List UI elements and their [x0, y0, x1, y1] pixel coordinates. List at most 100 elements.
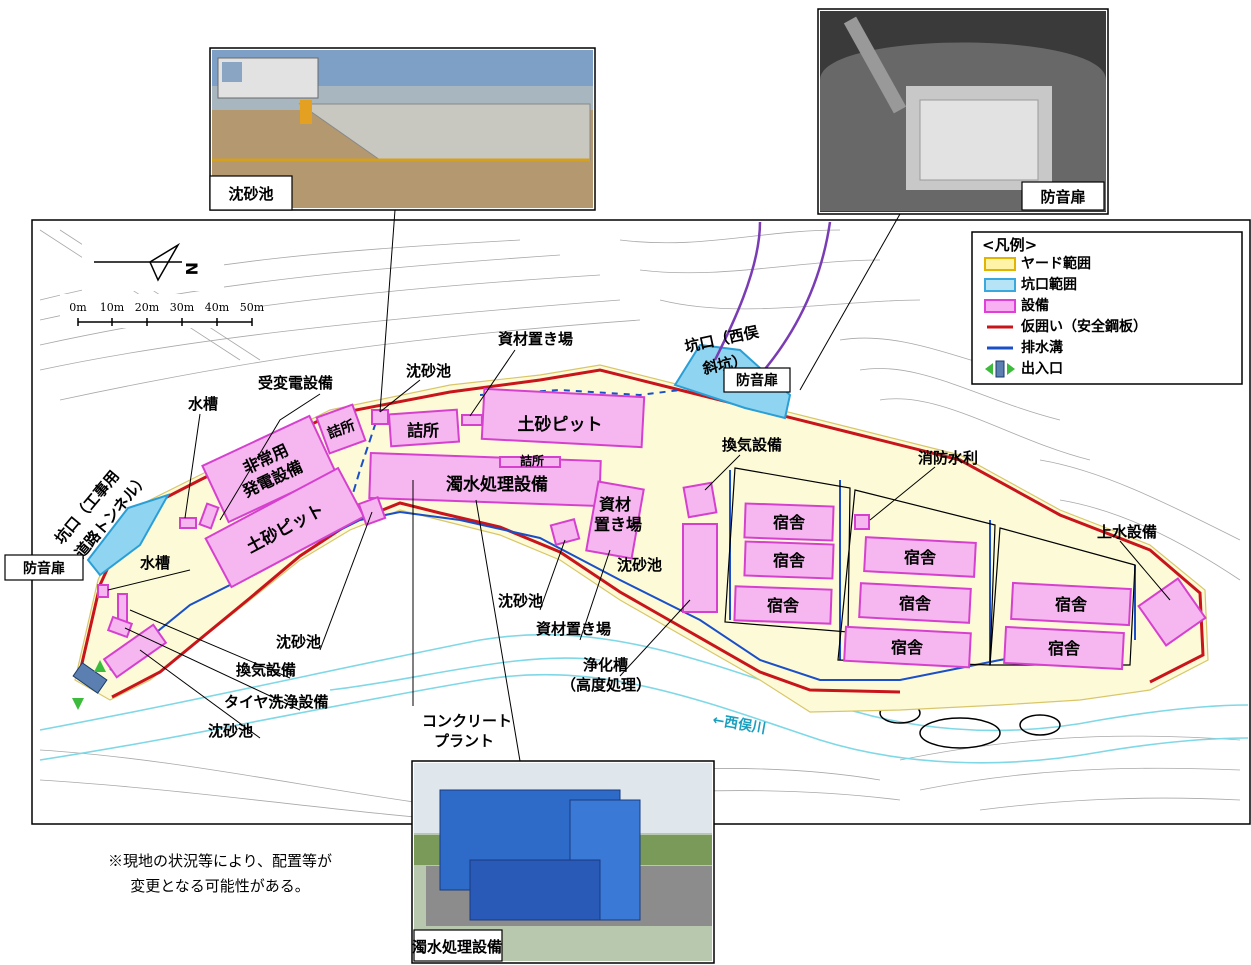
- scale-tick-1: 10m: [100, 301, 125, 314]
- photo-bouonbi-pointer: [799, 213, 901, 391]
- label-shizai-1: 資材: [599, 495, 631, 514]
- facility-small-1: [198, 502, 220, 530]
- legend-label: ヤード範囲: [1021, 255, 1091, 272]
- facility-tsumesho-west: [315, 403, 367, 455]
- legend-item: 出入口: [985, 360, 1063, 378]
- label-juhenden: 受変電設備: [258, 374, 333, 392]
- label-chinsachi-west: 沈砂池: [276, 633, 321, 651]
- temporary-fence-south: [111, 501, 901, 699]
- label-kanki-east: 換気設備: [722, 436, 782, 454]
- inclined-shaft-lines: [713, 221, 832, 376]
- contour-lines: [39, 229, 1241, 823]
- legend-swatch: [984, 257, 1016, 271]
- facility-shukusha-3: [733, 585, 833, 625]
- legend-gate-symbol: [985, 363, 993, 375]
- label-concrete-1: コンクリート: [422, 712, 512, 730]
- legend-swatch: [984, 278, 1016, 292]
- photo-dakusui-caption: 濁水処理設備: [412, 938, 502, 956]
- legend-label: 坑口範囲: [1021, 276, 1077, 293]
- facility-shukusha-4: [863, 536, 977, 578]
- label-suiso-top: 水槽: [188, 395, 218, 413]
- label-chinsachi-lower: 沈砂池: [498, 592, 543, 610]
- facility-shukusha-5: [858, 582, 972, 624]
- facility-tsumesho-center: [499, 456, 561, 468]
- callout-bouonbi-west-text: 防音扉: [23, 560, 65, 577]
- label-chinsachi-center: 沈砂池: [617, 556, 662, 574]
- legend-gate-symbol: [1007, 363, 1015, 375]
- label-dosha-pit-north: 土砂ピット: [518, 414, 603, 435]
- label-joukaso-1: 浄化槽: [583, 656, 628, 674]
- facility-joukaso: [682, 523, 718, 613]
- label-shuku-4: 宿舎: [904, 548, 937, 567]
- photo-dakusui-pointer: [475, 499, 521, 762]
- facility-shukusha-1: [743, 502, 835, 542]
- label-chinsachi-bottom: 沈砂池: [208, 722, 253, 740]
- facility-chinsachi-west: [102, 623, 168, 679]
- note-line-2: 変更となる可能性がある。: [130, 877, 310, 895]
- facility-chinsachi-center: [549, 518, 581, 546]
- callout-bouonbi-east: 防音扉: [723, 367, 791, 393]
- river: [39, 633, 1249, 764]
- note-line-1: ※現地の状況等により、配置等が: [108, 852, 332, 870]
- photo-chinsachi-pointer: [379, 209, 396, 413]
- leader-lines: [107, 349, 1171, 739]
- legend-swatch: [984, 299, 1016, 313]
- scale-tick-3: 30m: [170, 301, 195, 314]
- label-shuku-2: 宿舎: [773, 551, 806, 570]
- facility-shukusha-8: [1003, 625, 1125, 671]
- label-shizaiokiba-lower: 資材置き場: [536, 620, 611, 638]
- label-shuku-1: 宿舎: [773, 513, 806, 532]
- photo-dakusui: 濁水処理設備: [411, 760, 715, 964]
- scale-bar: 0m 10m 20m 30m 40m 50m: [60, 294, 265, 328]
- label-shuku-8: 宿舎: [1048, 639, 1081, 658]
- facility-shukusha-6: [843, 625, 972, 669]
- label-taiya: タイヤ洗浄設備: [224, 693, 329, 711]
- scale-tick-4: 40m: [205, 301, 230, 314]
- facility-shukusha-2: [743, 540, 835, 580]
- callout-bouonbi-east-text: 防音扉: [736, 372, 778, 389]
- label-shuku-3: 宿舎: [767, 596, 800, 615]
- facility-suiso-north: [179, 517, 197, 529]
- facility-kanki-east: [682, 481, 718, 519]
- label-shizaiokiba-top: 資材置き場: [498, 330, 573, 348]
- facility-tsumesho-north: [387, 408, 461, 448]
- label-dakusui: 濁水処理設備: [446, 474, 548, 495]
- temporary-fence: [78, 368, 1205, 684]
- photo-chinsachi-caption: 沈砂池: [228, 185, 273, 203]
- legend-item: 設備: [984, 297, 1049, 314]
- legend-gate-symbol: [995, 360, 1005, 378]
- legend-item: 排水溝: [987, 339, 1063, 356]
- label-concrete-2: プラント: [434, 732, 494, 750]
- label-suiso-west: 水槽: [140, 554, 170, 572]
- legend-item: 仮囲い（安全鋼板）: [987, 318, 1147, 335]
- label-shuku-5: 宿舎: [899, 594, 932, 613]
- facility-dosha-pit-west: [204, 466, 366, 589]
- label-tsumesho-north: 詰所: [407, 421, 439, 440]
- label-shuku-6: 宿舎: [891, 638, 924, 657]
- legend-label: 設備: [1021, 297, 1049, 314]
- scale-tick-0: 0m: [69, 301, 87, 314]
- facility-dosha-pit-north: [480, 387, 646, 449]
- scale-tick-5: 50m: [240, 301, 265, 314]
- gate-marker: [72, 660, 108, 710]
- legend-item: ヤード範囲: [984, 255, 1091, 272]
- portal-road-tunnel-area: [86, 493, 171, 577]
- callout-bouonbi-west: 防音扉: [4, 554, 84, 581]
- scale-tick-2: 20m: [135, 301, 160, 314]
- facility-shukusha-7: [1010, 581, 1132, 627]
- legend-label: 排水溝: [1021, 339, 1063, 356]
- photo-bouonbi-caption: 防音扉: [1040, 188, 1085, 206]
- photo-chinsachi: 沈砂池: [209, 47, 596, 211]
- facility-chinsachi-north: [371, 409, 389, 425]
- north-arrow: N: [82, 233, 224, 291]
- legend-title: <凡例>: [982, 236, 1037, 254]
- label-shobo: 消防水利: [918, 449, 978, 467]
- facility-shobo: [854, 514, 870, 530]
- facility-chinsachi-mid: [357, 495, 387, 527]
- legend-label: 出入口: [1021, 360, 1063, 377]
- label-shuku-7: 宿舎: [1055, 595, 1088, 614]
- facility-suiso-west: [97, 584, 109, 598]
- legend-item: 坑口範囲: [984, 276, 1077, 293]
